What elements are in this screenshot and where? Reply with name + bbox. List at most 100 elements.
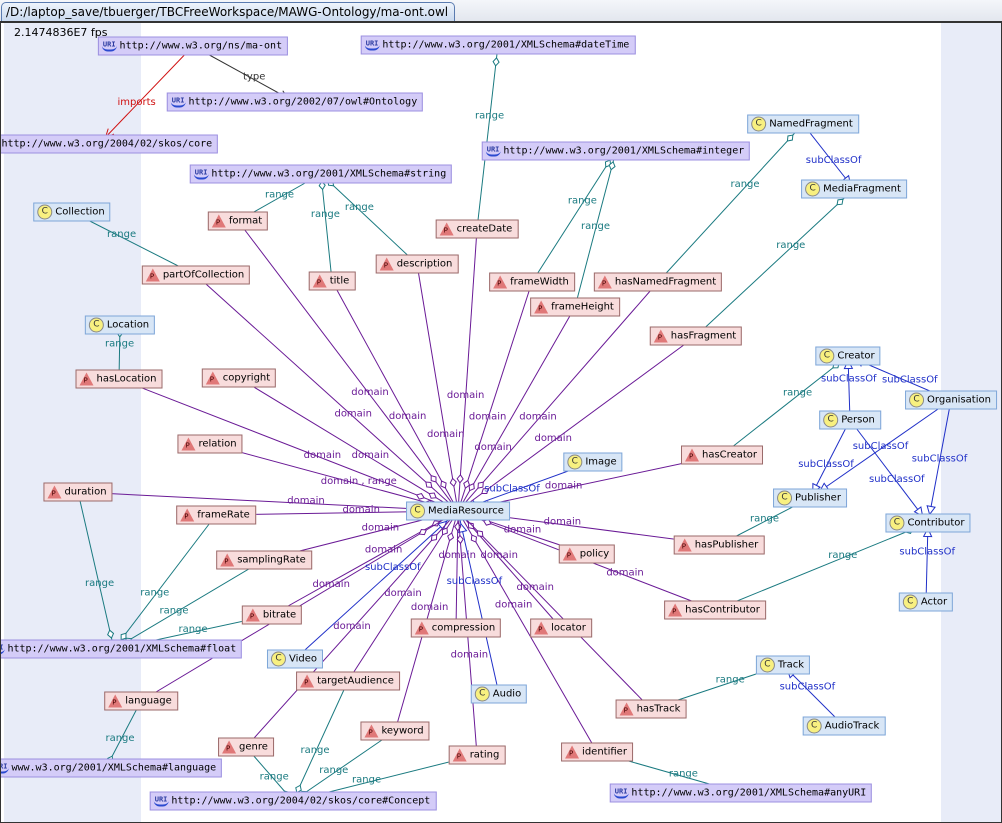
domain-edge <box>271 510 459 616</box>
range-arrowhead <box>492 57 500 67</box>
range-arrowhead <box>120 632 127 641</box>
node-label: language <box>125 695 172 707</box>
node-label: Organisation <box>927 394 991 406</box>
sub-class-of-arrowhead <box>926 505 936 516</box>
node-label: Location <box>106 319 150 331</box>
class-icon: C <box>270 651 286 667</box>
uri-icon: URI <box>364 40 380 50</box>
domain-arrowhead <box>477 481 484 489</box>
domain-edge <box>347 510 459 682</box>
range-arrowhead <box>608 161 616 171</box>
domain-arrowhead <box>431 520 441 527</box>
class-icon: C <box>777 490 793 506</box>
property-icon: P <box>181 437 196 451</box>
node-label: partOfCollection <box>162 269 245 281</box>
node-label: rating <box>469 749 500 761</box>
node-label: hasNamedFragment <box>614 276 717 288</box>
node-label: http://www.w3.org/2001/XMLSchema#string <box>211 168 447 180</box>
domain-arrowhead <box>430 474 437 483</box>
property-icon: P <box>668 603 683 617</box>
uri-node-language-uri[interactable]: URIwww.w3.org/2001/XMLSchema#language <box>1 758 223 778</box>
node-label: locator <box>551 622 586 634</box>
uri-icon: URI <box>485 146 501 156</box>
node-label: Collection <box>55 206 105 218</box>
node-label: Image <box>585 456 617 468</box>
node-label: frameRate <box>197 509 250 521</box>
tab-ma-ont-owl[interactable]: /D:/laptop_save/tbuerger/TBCFreeWorkspac… <box>1 2 456 22</box>
class-icon: C <box>759 657 775 673</box>
canvas-right-band <box>941 23 1001 822</box>
node-label: Track <box>777 659 805 671</box>
domain-edge <box>457 510 652 710</box>
domain-arrowhead <box>463 479 471 489</box>
property-icon: P <box>619 702 634 716</box>
range-edge <box>77 491 115 650</box>
uri-node-float[interactable]: URIhttp://www.w3.org/2001/XMLSchema#floa… <box>1 639 243 659</box>
range-arrowhead <box>836 198 844 206</box>
domain-edge <box>238 377 459 512</box>
domain-arrowhead <box>468 482 475 492</box>
node-label: http://www.w3.org/2001/XMLSchema#integer <box>503 145 745 157</box>
property-icon: P <box>180 508 195 522</box>
node-label: hasCreator <box>702 449 757 461</box>
property-icon: P <box>534 621 549 635</box>
range-edge <box>320 173 418 265</box>
range-arrowhead <box>786 134 794 142</box>
node-label: compression <box>431 622 496 634</box>
